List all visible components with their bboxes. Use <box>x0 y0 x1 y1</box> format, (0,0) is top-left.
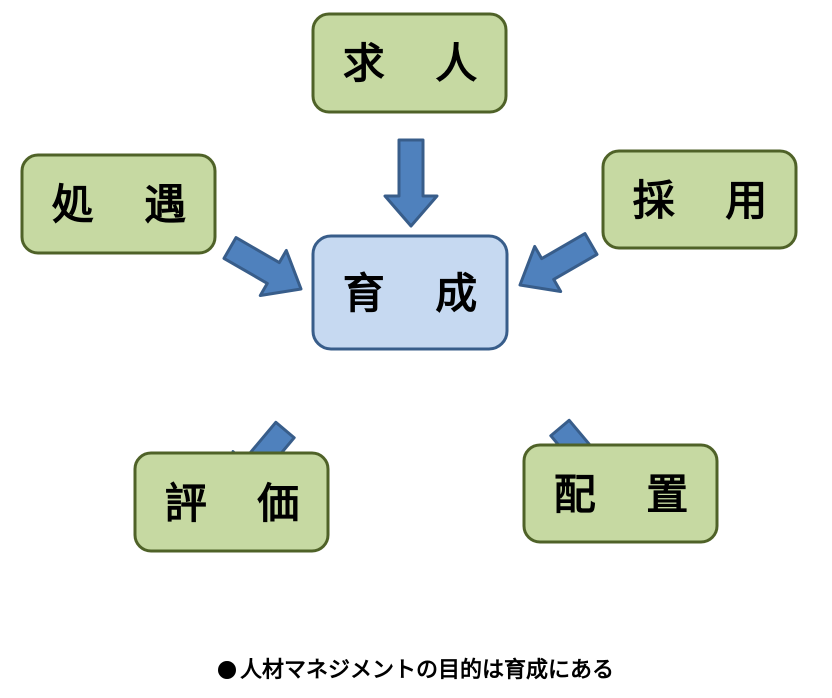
arrow-from-saiyo <box>518 232 599 294</box>
node-kyujin: 求 人 <box>311 12 508 114</box>
node-haichi-label: 配 置 <box>554 470 707 519</box>
arrow-from-shogu <box>222 236 303 298</box>
node-kyujin-label: 求 人 <box>343 39 496 88</box>
node-ikusei-label: 育 成 <box>343 269 496 318</box>
caption: 人材マネジメントの目的は育成にある <box>0 652 832 684</box>
node-ikusei: 育 成 <box>311 234 509 351</box>
node-shogu: 処 遇 <box>20 153 217 255</box>
bullet-icon <box>217 661 236 679</box>
node-saiyo-label: 採 用 <box>633 176 786 225</box>
node-hyoka: 評 価 <box>133 451 330 553</box>
arrow-from-kyujin <box>383 138 439 228</box>
node-shogu-label: 処 遇 <box>52 180 205 229</box>
node-haichi: 配 置 <box>522 443 719 544</box>
node-saiyo: 採 用 <box>601 149 798 250</box>
caption-text: 人材マネジメントの目的は育成にある <box>239 658 614 683</box>
node-hyoka-label: 評 価 <box>165 479 318 528</box>
